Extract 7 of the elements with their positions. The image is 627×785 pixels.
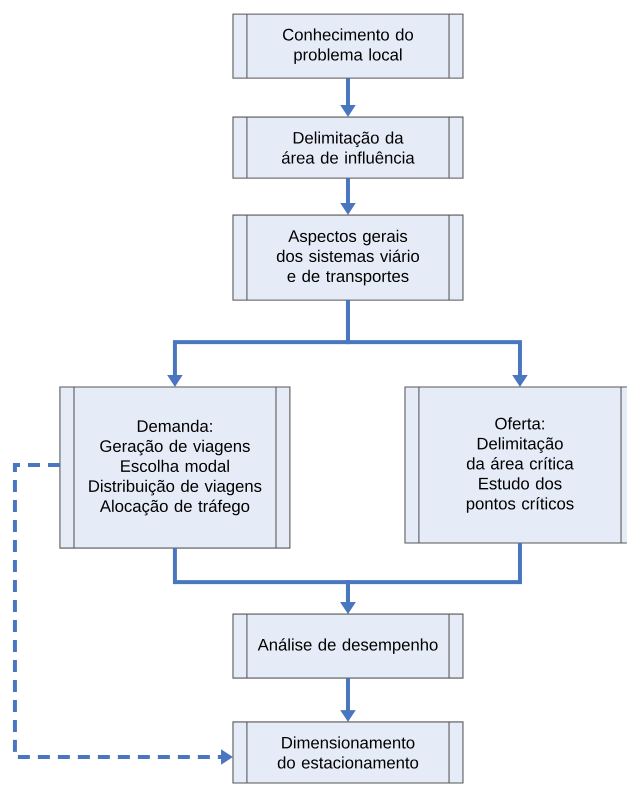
process-box: Demanda: Geração de viagens Escolha modal Distribuição de viagens Alocação de tráfego: [59, 386, 290, 549]
process-box: Análise de desempenho: [232, 614, 464, 679]
process-box: Conhecimento do problema local: [232, 14, 464, 79]
process-box: Oferta: Delimitação da área crítica Estudo dos pontos críticos: [404, 386, 627, 544]
process-box: Delimitação da área de influência: [232, 116, 464, 179]
process-box: Aspectos gerais dos sistemas viário e de transportes: [232, 214, 464, 301]
process-box: Dimensionamento do estacionamento: [232, 721, 464, 784]
